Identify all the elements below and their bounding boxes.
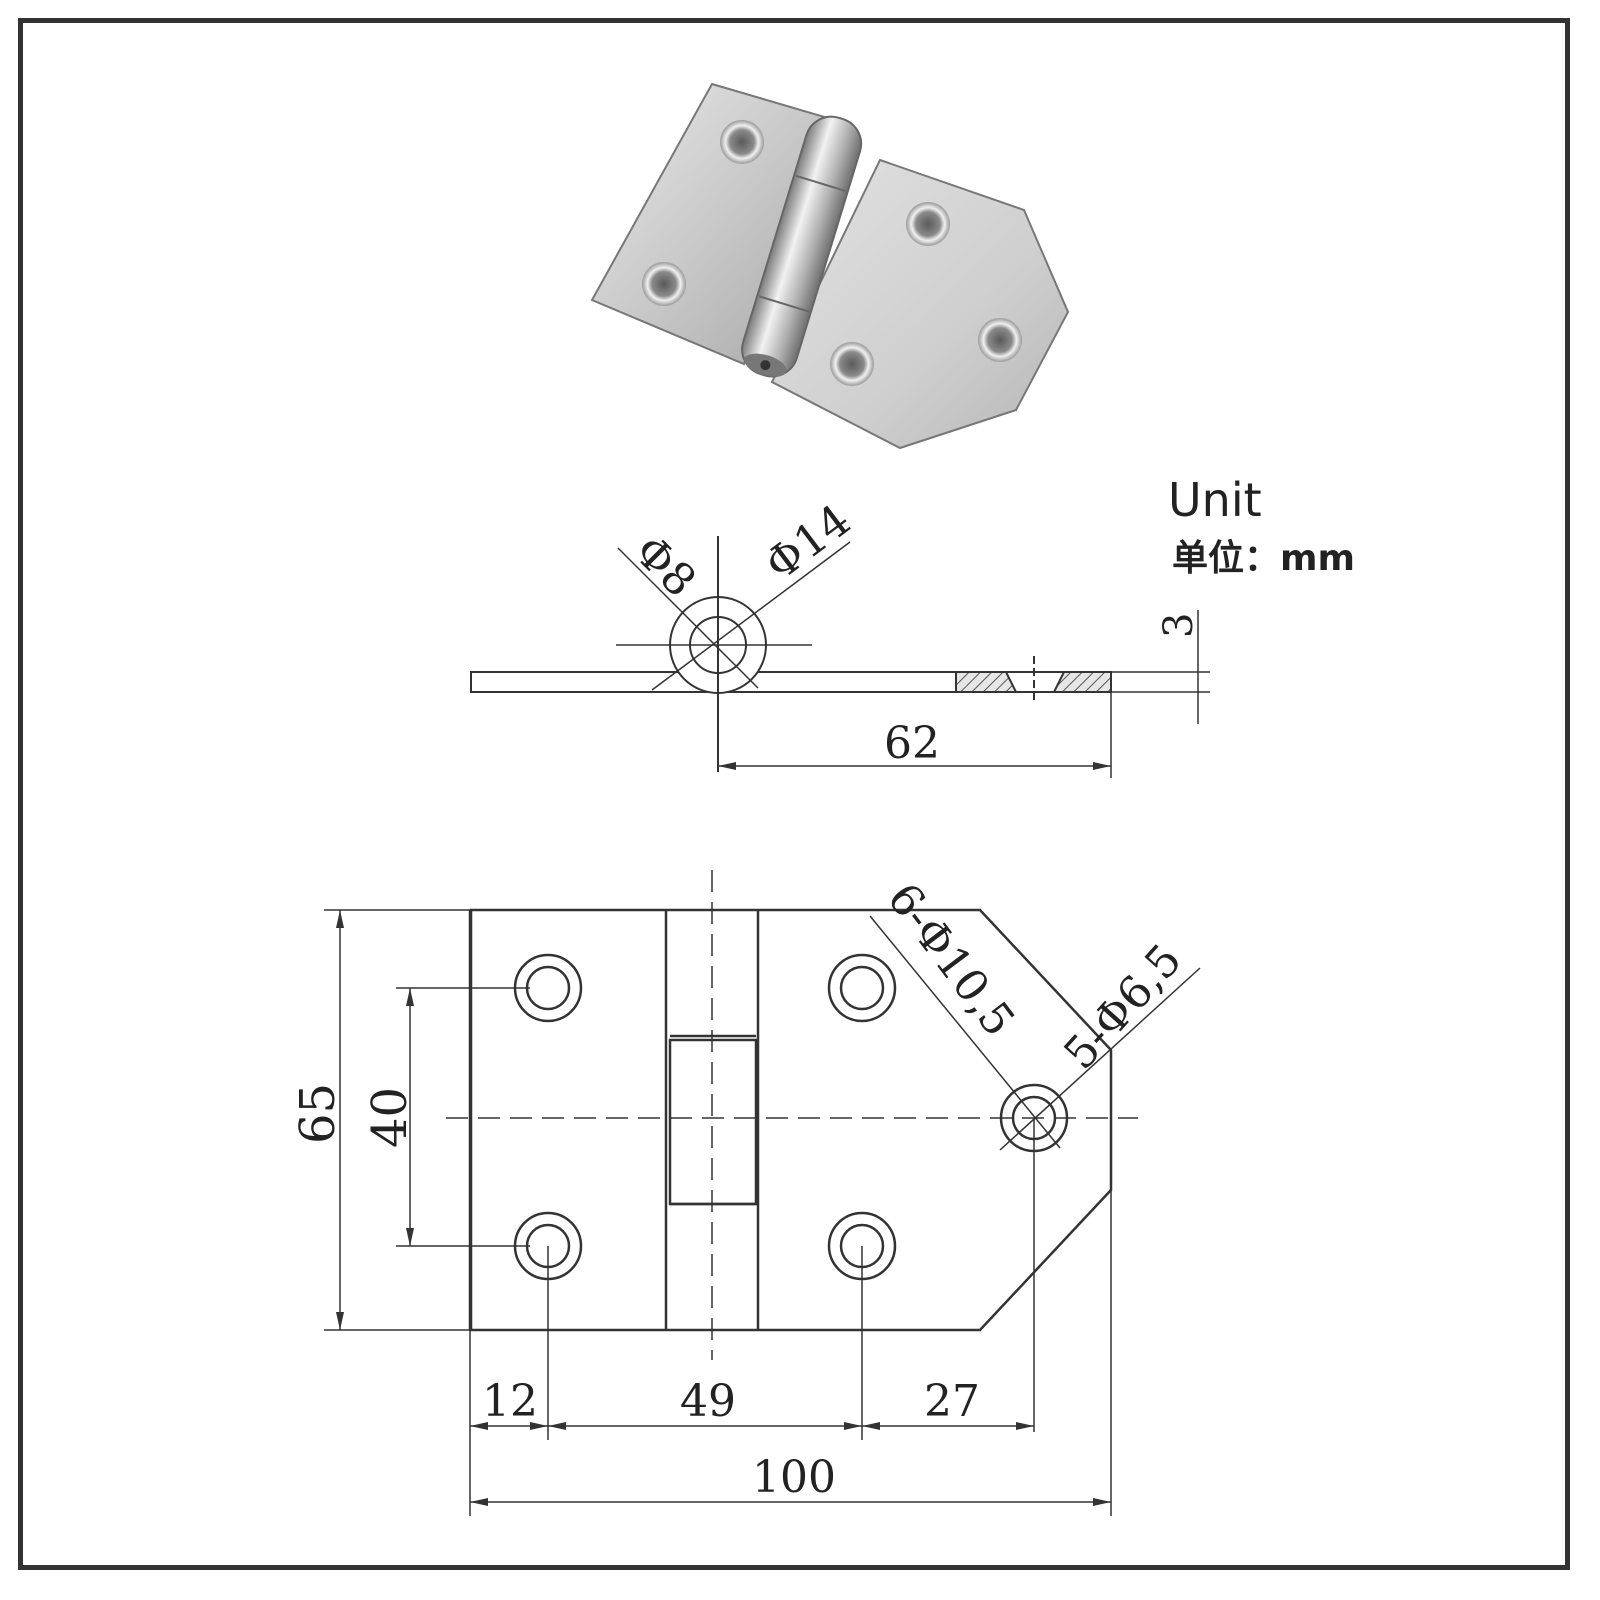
hinge-photo (590, 82, 1070, 450)
thickness-label: 3 (1156, 613, 1202, 638)
length-62-label: 62 (884, 718, 940, 769)
photo-hole (978, 318, 1022, 362)
hinge-outline (469, 908, 1113, 1332)
unit-value-label: 单位：mm (1172, 538, 1355, 579)
spacing-40-label: 40 (362, 1087, 418, 1148)
knuckle-diameter-label: Φ14 (756, 495, 860, 591)
top-view (468, 908, 1113, 1332)
top-view-dims (324, 870, 1201, 1516)
dim-12-label: 12 (482, 1376, 538, 1427)
photo-hole (642, 262, 686, 306)
pin-diameter-label: Φ8 (624, 526, 705, 607)
side-view (470, 536, 1210, 778)
unit-label: Unit (1168, 473, 1262, 527)
photo-hole (830, 342, 874, 386)
side-hatch-right (1052, 671, 1112, 693)
dim-49-label: 49 (680, 1376, 736, 1427)
small-holes-label: 5-Φ6,5 (1054, 935, 1192, 1080)
dim-27-label: 27 (924, 1376, 980, 1427)
hole-top-right (827, 953, 897, 1023)
photo-barrel (741, 115, 863, 378)
photo-hole (906, 202, 950, 246)
height-65-label: 65 (290, 1083, 346, 1144)
photo-hole (720, 120, 764, 164)
side-hatch-left (955, 671, 1018, 693)
dim-100-label: 100 (752, 1452, 836, 1503)
